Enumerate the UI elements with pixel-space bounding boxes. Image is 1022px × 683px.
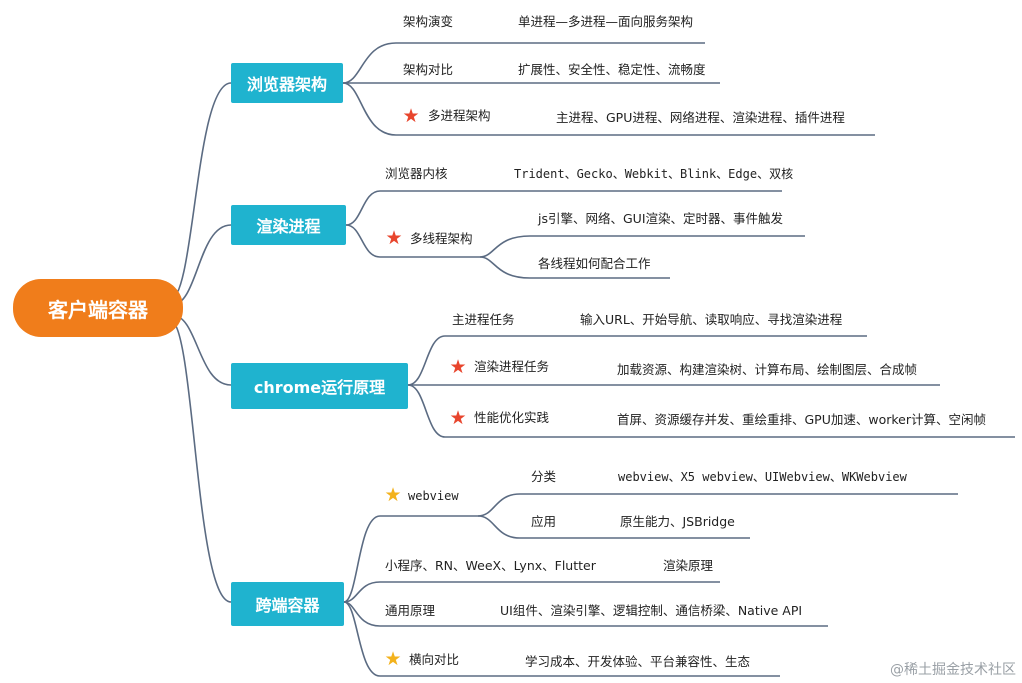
item-arch-evolution: 架构演变 [403, 14, 454, 29]
star-icon: ★ [402, 105, 420, 127]
subitem-thread-cooperation: 各线程如何配合工作 [538, 256, 651, 271]
item-multi-thread: 多线程架构 [410, 231, 473, 246]
detail-general-principle: UI组件、渲染引擎、逻辑控制、通信桥梁、Native API [500, 603, 803, 618]
branch-chrome-principle[interactable]: chrome运行原理 [231, 363, 408, 409]
star-icon: ★ [385, 227, 403, 249]
star-icon: ★ [384, 648, 402, 670]
detail-render-process-task: 加载资源、构建渲染树、计算布局、绘制图层、合成帧 [617, 362, 918, 377]
connector-root-render [171, 224, 232, 306]
item-frameworks: 小程序、RN、WeeX、Lynx、Flutter [385, 558, 596, 573]
subitem-webview-category: 分类 [531, 469, 557, 484]
star-icon: ★ [384, 484, 402, 506]
item-arch-compare: 架构对比 [403, 62, 454, 77]
connector-root-browser [169, 82, 232, 301]
branch-cross-platform[interactable]: 跨端容器 [231, 582, 344, 626]
detail-horizontal-compare: 学习成本、开发体验、平台兼容性、生态 [525, 654, 751, 669]
detail-webview-application: 原生能力、JSBridge [620, 514, 735, 529]
item-main-process-task: 主进程任务 [452, 312, 515, 327]
item-general-principle: 通用原理 [385, 603, 436, 618]
detail-browser-kernel: Trident、Gecko、Webkit、Blink、Edge、双核 [514, 167, 794, 181]
item-webview: webview [408, 489, 459, 503]
detail-arch-compare: 扩展性、安全性、稳定性、流畅度 [518, 62, 706, 77]
subitem-thread-list: js引擎、网络、GUI渲染、定时器、事件触发 [538, 211, 784, 226]
detail-multi-process: 主进程、GPU进程、网络进程、渲染进程、插件进程 [556, 110, 845, 125]
root-node[interactable]: 客户端容器 [13, 279, 183, 337]
item-horizontal-compare: 横向对比 [409, 652, 460, 667]
detail-performance-practice: 首屏、资源缓存并发、重绘重排、GPU加速、worker计算、空闲帧 [617, 412, 987, 427]
star-icon: ★ [449, 407, 467, 429]
star-icon: ★ [449, 356, 467, 378]
detail-webview-category: webview、X5 webview、UIWebview、WKWebview [618, 470, 907, 484]
item-browser-kernel: 浏览器内核 [385, 166, 448, 181]
subitem-webview-application: 应用 [531, 514, 557, 529]
connector-root-chrome [171, 314, 232, 386]
item-performance-practice: 性能优化实践 [474, 410, 550, 425]
detail-frameworks: 渲染原理 [663, 558, 714, 573]
connector-root-cross [169, 319, 232, 603]
branch-browser-architecture[interactable]: 浏览器架构 [231, 63, 343, 103]
detail-arch-evolution: 单进程—多进程—面向服务架构 [518, 14, 694, 29]
branch-render-process[interactable]: 渲染进程 [231, 205, 346, 245]
watermark: @稀土掘金技术社区 [890, 662, 1016, 678]
item-render-process-task: 渲染进程任务 [474, 359, 550, 374]
detail-main-process-task: 输入URL、开始导航、读取响应、寻找渲染进程 [580, 312, 843, 327]
item-multi-process: 多进程架构 [428, 108, 491, 123]
